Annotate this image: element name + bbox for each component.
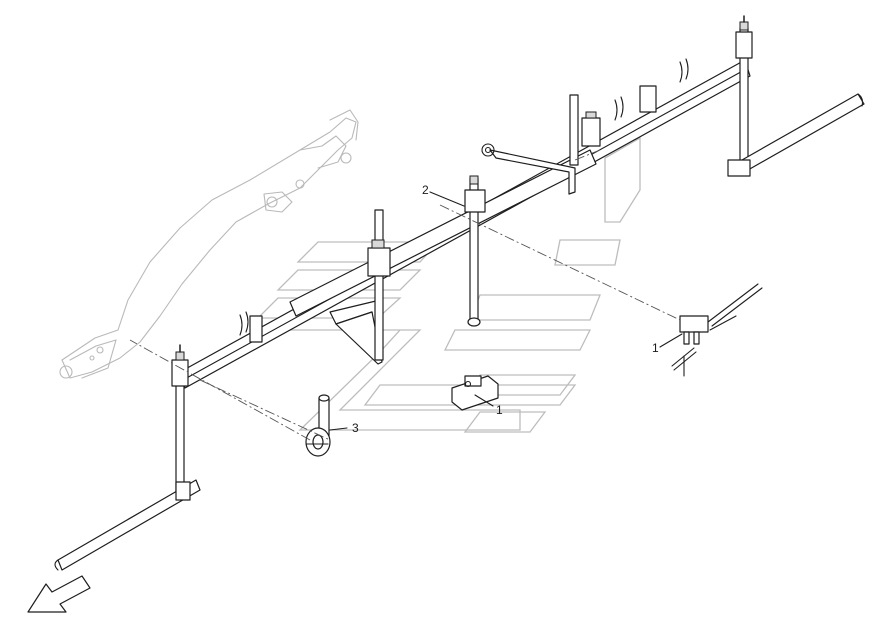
left-outer-post xyxy=(54,344,201,571)
part-3-post xyxy=(305,394,331,457)
right-outer-post xyxy=(727,15,865,177)
bracket-left xyxy=(249,315,263,343)
left-inner-post xyxy=(367,209,391,361)
right-inner-post xyxy=(569,85,657,166)
break-mark-left xyxy=(239,311,249,336)
watermark-logo xyxy=(256,136,641,433)
center-lines xyxy=(129,149,681,441)
center-post xyxy=(464,175,486,327)
callout-1-nozzle-label: 1 xyxy=(652,341,659,355)
break-mark-right xyxy=(614,96,624,121)
callout-2-label: 2 xyxy=(422,183,429,197)
callout-leaders xyxy=(329,191,683,431)
callout-1-clamp-label: 1 xyxy=(496,403,503,417)
part-1-nozzle-body xyxy=(671,283,763,377)
direction-arrow-icon xyxy=(27,575,91,613)
central-frame xyxy=(289,143,597,365)
callout-3-label: 3 xyxy=(352,421,359,435)
hitch-frame-ghost xyxy=(59,109,359,379)
